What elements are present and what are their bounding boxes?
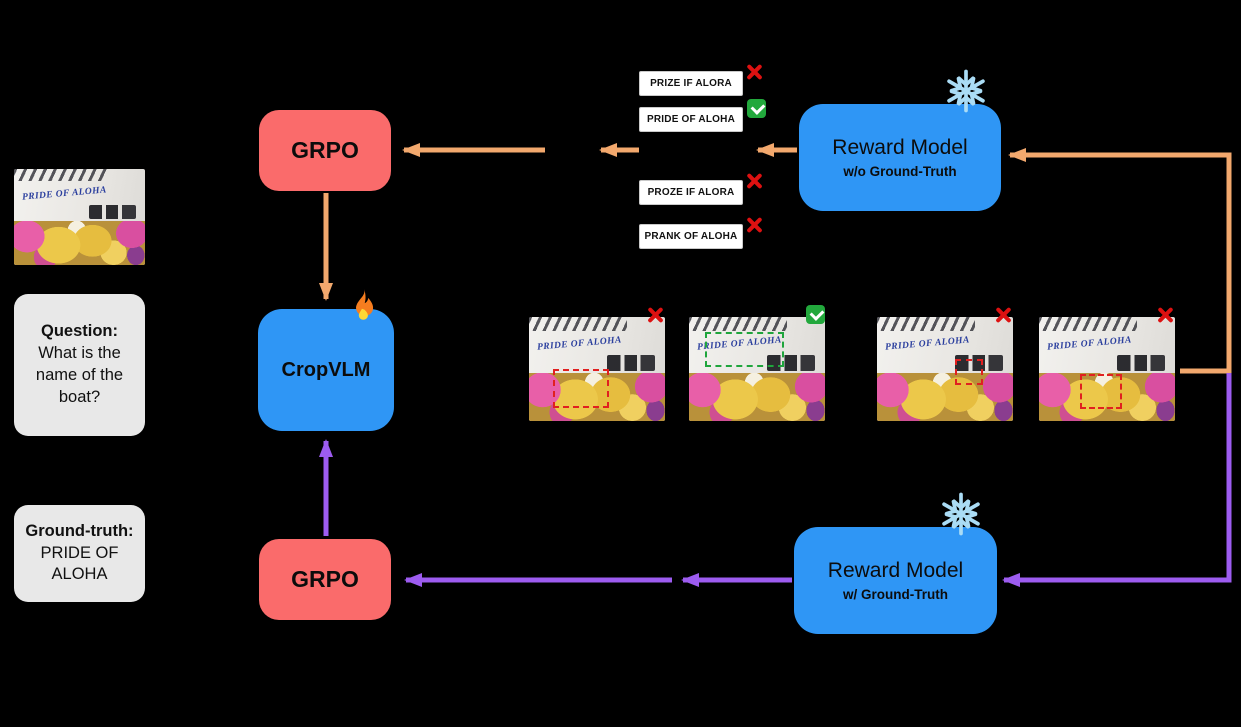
boat-windows-strip bbox=[529, 317, 627, 331]
candidate-2-text: PRIDE OF ALOHA bbox=[647, 114, 735, 125]
crop-region-box bbox=[553, 369, 610, 409]
cropvlm-node: CropVLM bbox=[258, 309, 394, 431]
reward-bottom-subtitle: w/ Ground-Truth bbox=[843, 587, 948, 602]
check-icon bbox=[806, 305, 825, 324]
ground-truth-panel: Ground-truth: PRIDE OF ALOHA bbox=[14, 505, 145, 602]
cross-icon bbox=[994, 305, 1013, 324]
reward-top-subtitle: w/o Ground-Truth bbox=[843, 164, 957, 179]
grpo-bottom-label: GRPO bbox=[291, 566, 359, 592]
boat-dark-windows bbox=[88, 204, 136, 219]
reward-model-bottom-node: Reward Model w/ Ground-Truth bbox=[794, 527, 997, 634]
question-label: Question: bbox=[41, 322, 118, 341]
crop-result-1: PRIDE OF ALOHA bbox=[529, 317, 665, 421]
crop-region-box bbox=[954, 358, 983, 386]
crop-result-3: PRIDE OF ALOHA bbox=[877, 317, 1013, 421]
candidate-answer-2: PRIDE OF ALOHA bbox=[639, 99, 766, 132]
snowflake-icon bbox=[938, 492, 984, 536]
ground-truth-text: PRIDE OF ALOHA bbox=[40, 543, 119, 584]
reward-top-title: Reward Model bbox=[832, 136, 968, 159]
boat-windows-strip bbox=[1039, 317, 1137, 331]
question-text: What is the name of the boat? bbox=[35, 344, 124, 406]
crop-result-4: PRIDE OF ALOHA bbox=[1039, 317, 1175, 421]
boat-name-text: PRIDE OF ALOHA bbox=[536, 335, 623, 353]
question-panel: Question: What is the name of the boat? bbox=[14, 294, 145, 436]
crop-image: PRIDE OF ALOHA bbox=[1039, 317, 1175, 421]
candidate-answer-1: PRIZE IF ALORA bbox=[639, 71, 743, 96]
grpo-bottom-node: GRPO bbox=[259, 539, 391, 620]
candidate-3-text: PROZE IF ALORA bbox=[647, 187, 735, 198]
candidate-answer-4: PRANK OF ALOHA bbox=[639, 224, 743, 249]
cross-icon bbox=[1156, 305, 1175, 324]
reward-bottom-title: Reward Model bbox=[827, 559, 964, 582]
candidate-4-text: PRANK OF ALOHA bbox=[644, 231, 738, 242]
boat-windows-strip bbox=[689, 317, 787, 331]
candidate-1-text: PRIZE IF ALORA bbox=[650, 78, 732, 89]
boat-flowers bbox=[529, 373, 665, 421]
boat-name-text: PRIDE OF ALOHA bbox=[884, 335, 971, 353]
boat-windows-strip bbox=[14, 169, 109, 182]
boat-dark-windows bbox=[606, 355, 656, 372]
boat-flowers bbox=[1039, 373, 1175, 421]
ground-truth-label: Ground-truth: bbox=[25, 521, 134, 540]
reward-model-top-node: Reward Model w/o Ground-Truth bbox=[799, 104, 1001, 211]
boat-dark-windows bbox=[766, 355, 816, 372]
input-image: PRIDE OF ALOHA bbox=[14, 169, 145, 265]
check-icon bbox=[747, 99, 766, 118]
boat-flowers bbox=[14, 220, 145, 265]
cross-icon bbox=[646, 305, 665, 324]
cross-icon bbox=[745, 171, 764, 190]
boat-windows-strip bbox=[877, 317, 975, 331]
cropvlm-label: CropVLM bbox=[281, 358, 371, 381]
crop-region-box bbox=[705, 331, 785, 367]
crop-region-box bbox=[1079, 374, 1122, 410]
boat-name-text: PRIDE OF ALOHA bbox=[21, 185, 107, 203]
cross-icon bbox=[745, 62, 764, 81]
cross-icon bbox=[745, 215, 764, 234]
crop-image: PRIDE OF ALOHA bbox=[689, 317, 825, 421]
candidate-answer-3: PROZE IF ALORA bbox=[639, 180, 743, 205]
boat-dark-windows bbox=[1116, 355, 1166, 372]
boat-flowers bbox=[877, 373, 1013, 421]
grpo-top-node: GRPO bbox=[259, 110, 391, 191]
grpo-top-label: GRPO bbox=[291, 137, 359, 163]
fire-icon bbox=[356, 289, 374, 320]
crop-result-2: PRIDE OF ALOHA bbox=[689, 305, 825, 421]
boat-flowers bbox=[689, 373, 825, 421]
crop-image: PRIDE OF ALOHA bbox=[877, 317, 1013, 421]
snowflake-icon bbox=[943, 69, 989, 113]
crop-image: PRIDE OF ALOHA bbox=[529, 317, 665, 421]
boat-name-text: PRIDE OF ALOHA bbox=[1046, 335, 1133, 353]
